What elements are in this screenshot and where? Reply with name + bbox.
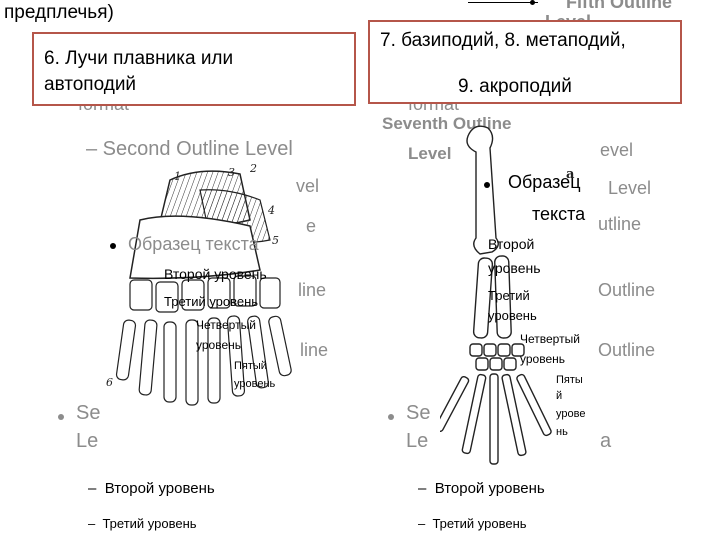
fig-number-5: 5 (272, 234, 279, 247)
left-caption-line1: 6. Лучи плавника или (44, 48, 233, 70)
ghost-se-left1: Se (76, 402, 100, 425)
ghost-se-right2: Le (406, 430, 428, 453)
ghost-outline-r3: Outline (598, 340, 655, 361)
right-list-level4a: Четвертый (520, 332, 580, 346)
left-caption-line2: автоподий (44, 74, 136, 96)
fig-number-4: 4 (267, 204, 275, 217)
top-text: предплечья) (4, 2, 114, 24)
fig-number-3: 3 (228, 166, 235, 179)
left-list-level5a: Пятый (234, 360, 267, 372)
ghost-bullet-left (58, 414, 64, 420)
left-list-level4b: уровень (196, 338, 241, 352)
right-bullet (484, 182, 490, 188)
left-list-level2: Второй уровень (164, 266, 267, 282)
right-list-level3b: уровень (488, 308, 537, 323)
right-caption-line2: 9. акроподий (458, 76, 572, 98)
right-list-level3a: Третий (488, 288, 530, 303)
left-bottom-level2: – Второй уровень (88, 480, 215, 497)
left-bottom-level3: – Третий уровень (88, 516, 197, 531)
left-list-level3: Третий уровень (164, 294, 258, 309)
fig-number-2: 2 (249, 162, 257, 175)
left-list-level4a: Четвертый (196, 318, 256, 332)
ghost-se-right1: Se (406, 402, 430, 425)
ghost-evel: evel (600, 140, 633, 161)
right-list-level2a: Второй (488, 236, 534, 252)
fig-number-1: 1 (174, 170, 181, 183)
fin-illustration-left: 4 5 6 1 2 3 (100, 160, 320, 420)
ghost-a-right: a (600, 430, 611, 453)
right-bottom-level2: – Второй уровень (418, 480, 545, 497)
right-list-level5b: й (556, 390, 562, 402)
right-list-level5c: урове (556, 408, 585, 420)
ghost-outline-r1: utline (598, 214, 641, 235)
left-list-level1: Образец текста (128, 234, 259, 255)
left-bullet (110, 243, 116, 249)
fig-number-6: 6 (106, 376, 113, 389)
ghost-bullet-right (388, 414, 394, 420)
right-list-level5d: нь (556, 426, 568, 438)
ghost-level-right2: Level (608, 178, 651, 199)
right-caption-line1: 7. базиподий, 8. метаподий, (380, 30, 626, 52)
left-list-level5b: уровень (234, 378, 275, 390)
top-divider (468, 2, 538, 3)
right-caption-box: 7. базиподий, 8. метаподий, 9. акроподий (368, 20, 682, 104)
left-caption-box: 6. Лучи плавника или автоподий (32, 32, 356, 106)
right-list-level5a: Пяты (556, 374, 583, 386)
right-list-level4b: уровень (520, 352, 565, 366)
ghost-outline-r2: Outline (598, 280, 655, 301)
right-bottom-level3: – Третий уровень (418, 516, 527, 531)
ghost-se-left2: Le (76, 430, 98, 453)
right-list-level2b: уровень (488, 260, 541, 276)
ghost-second-outline: – Second Outline Level (86, 138, 293, 161)
right-list-level1a: Образец (508, 172, 581, 193)
top-bullet (530, 0, 535, 5)
right-list-level1b: текста (532, 204, 585, 225)
